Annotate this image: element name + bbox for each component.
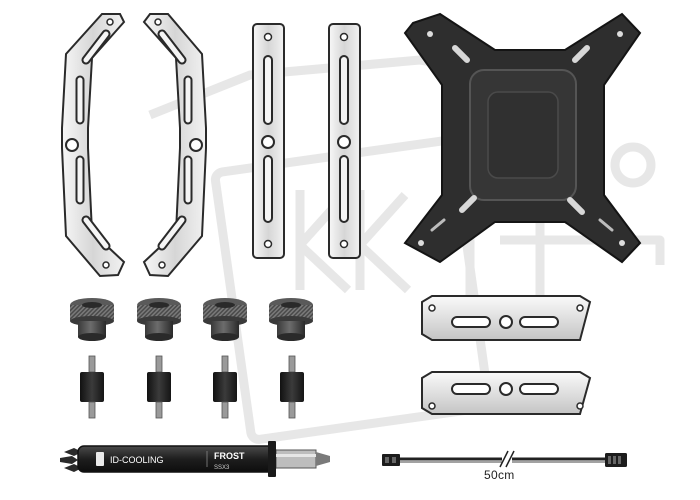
mounting-bracket-icon [421,295,592,341]
mounting-bracket-icon [142,13,207,278]
backplate-icon [403,12,642,264]
standoff-screw-icon [213,355,237,419]
mounting-bracket-icon [421,371,592,415]
standoff-screw-icon [280,355,304,419]
syringe-brand: ID-COOLING [110,455,164,465]
thumb-nut-icon [203,298,247,341]
thumb-nut-icon [70,298,114,341]
thumb-nut-icon [269,298,313,341]
cable-length-label: 50cm [484,468,515,482]
thumb-nut-icon [137,298,181,341]
thermal-paste-syringe-icon: ID-COOLING FROST SSX3 [60,441,330,477]
mounting-bracket-icon [252,23,285,259]
syringe-submodel: SSX3 [214,465,230,471]
syringe-model: FROST [214,451,245,461]
standoff-screw-icon [80,355,104,419]
fan-splitter-cable-icon [382,450,627,468]
standoff-screw-icon [147,355,171,419]
mounting-bracket-icon [328,23,361,259]
mounting-bracket-icon [61,13,126,278]
